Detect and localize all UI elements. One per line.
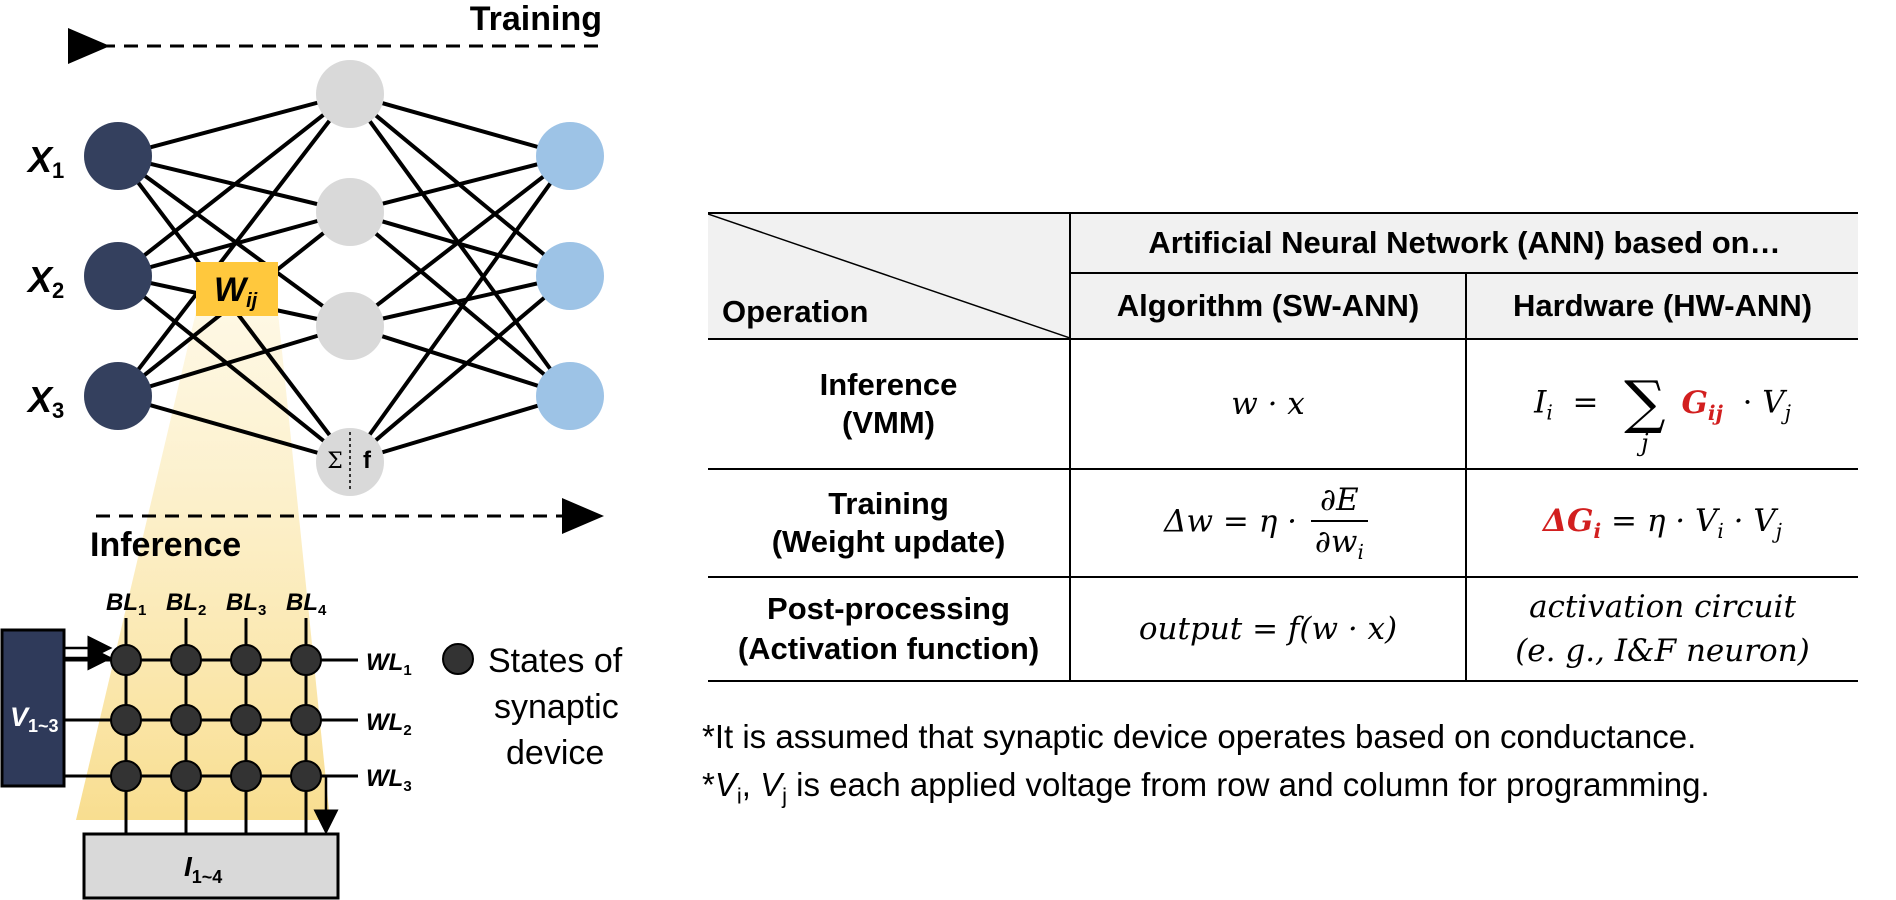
hidden-node-2 xyxy=(316,178,384,246)
network-connection xyxy=(348,274,572,464)
synaptic-device-dot xyxy=(230,760,262,792)
network-connection xyxy=(349,324,571,398)
input-label-x2: X2 xyxy=(26,259,64,303)
network-connection xyxy=(117,324,351,398)
network-connection xyxy=(116,274,352,464)
network-connection xyxy=(349,154,571,214)
formula-post-hw: activation circuit(e. g., I&F neuron) xyxy=(1466,577,1858,682)
bitline-label-3: BL3 xyxy=(226,589,266,619)
network-connection xyxy=(117,394,351,464)
network-connection xyxy=(348,210,572,398)
hidden-node-3 xyxy=(316,292,384,360)
formula-training-sw: Δw = η · ∂E∂wi xyxy=(1070,469,1467,578)
input-label-x1: X1 xyxy=(26,139,64,183)
bitline-label-1: BL1 xyxy=(106,589,146,619)
weight-label: Wij xyxy=(214,271,258,312)
weight-box xyxy=(196,262,278,316)
synaptic-device-dot xyxy=(230,704,262,736)
corner-diagonal xyxy=(708,214,1070,338)
formula-training-hw: ΔGi = η · Vi · Vj xyxy=(1466,469,1858,578)
footnote-2: *Vi, Vj is each applied voltage from row… xyxy=(702,766,1710,809)
synaptic-device-dot xyxy=(290,760,322,792)
training-label: Training xyxy=(470,0,602,38)
ann-comparison-table: Operation Artificial Neural Network (ANN… xyxy=(708,212,1858,682)
synaptic-device-dot xyxy=(170,644,202,676)
network-connection xyxy=(117,92,351,158)
network-connection xyxy=(116,154,352,328)
network-connection xyxy=(349,274,571,328)
network-connection xyxy=(349,92,571,158)
synaptic-device-dot xyxy=(110,644,142,676)
inference-label: Inference xyxy=(90,526,241,564)
row-label-post-processing: Post-processing(Activation function) xyxy=(708,577,1071,682)
bitline-label-2: BL2 xyxy=(166,589,206,619)
synaptic-device-dot xyxy=(110,760,142,792)
voltage-source-box xyxy=(0,628,66,788)
wordline-label-2: WL2 xyxy=(366,709,412,739)
footnote-1: *It is assumed that synaptic device oper… xyxy=(702,718,1697,755)
neuron-function-symbol: f xyxy=(363,447,372,474)
network-connection xyxy=(116,92,352,398)
network-connection xyxy=(349,210,571,278)
formula-post-sw: output = f(w · x) xyxy=(1070,577,1467,682)
synaptic-device-dot xyxy=(110,704,142,736)
col-header-sw: Algorithm (SW-ANN) xyxy=(1070,273,1467,340)
input-label-x3: X3 xyxy=(26,379,64,423)
table-row: Training(Weight update) Δw = η · ∂E∂wi Δ… xyxy=(708,469,1858,578)
col-header-hw: Hardware (HW-ANN) xyxy=(1466,273,1858,340)
output-node-2 xyxy=(536,242,604,310)
legend-line-2: synaptic xyxy=(494,688,619,726)
neuron-sum-symbol: Σ xyxy=(327,449,343,474)
corner-cell: Operation xyxy=(708,212,1071,340)
formula-inference-sw: w · x xyxy=(1070,339,1467,470)
output-node-1 xyxy=(536,122,604,190)
voltage-source-label: V1~3 xyxy=(10,702,59,736)
network-connection xyxy=(348,154,572,464)
current-output-box xyxy=(82,832,340,900)
row-label-training: Training(Weight update) xyxy=(708,469,1071,578)
current-output-label: I1~4 xyxy=(184,851,222,887)
synaptic-device-dot xyxy=(230,644,262,676)
network-connection xyxy=(348,154,572,328)
output-node-3 xyxy=(536,362,604,430)
legend-line-1: States of xyxy=(488,642,623,680)
formula-inference-hw: Ii = ∑j Gij · Vj xyxy=(1466,339,1858,470)
wordline-label-3: WL3 xyxy=(366,765,412,795)
table-row: Post-processing(Activation function) out… xyxy=(708,577,1858,682)
legend-line-3: device xyxy=(506,734,604,772)
input-labels: X1 X2 X3 xyxy=(26,139,64,423)
row-label-inference: Inference(VMM) xyxy=(708,339,1071,470)
input-node-2 xyxy=(84,242,152,310)
network-connection xyxy=(349,394,571,464)
network-connection xyxy=(116,92,352,278)
group-header: Artificial Neural Network (ANN) based on… xyxy=(1070,212,1858,274)
bitline-label-4: BL4 xyxy=(286,589,327,619)
legend-device-dot xyxy=(442,643,474,675)
wordline-label-1: WL1 xyxy=(366,649,412,679)
synaptic-device-dot xyxy=(290,704,322,736)
table-row: Inference(VMM) w · x Ii = ∑j Gij · Vj xyxy=(708,339,1858,470)
corner-label: Operation xyxy=(722,294,869,329)
synaptic-device-dot xyxy=(170,704,202,736)
input-node-1 xyxy=(84,122,152,190)
synaptic-device-dot xyxy=(170,760,202,792)
hidden-node-1 xyxy=(316,60,384,128)
input-node-3 xyxy=(84,362,152,430)
synaptic-device-dot xyxy=(290,644,322,676)
